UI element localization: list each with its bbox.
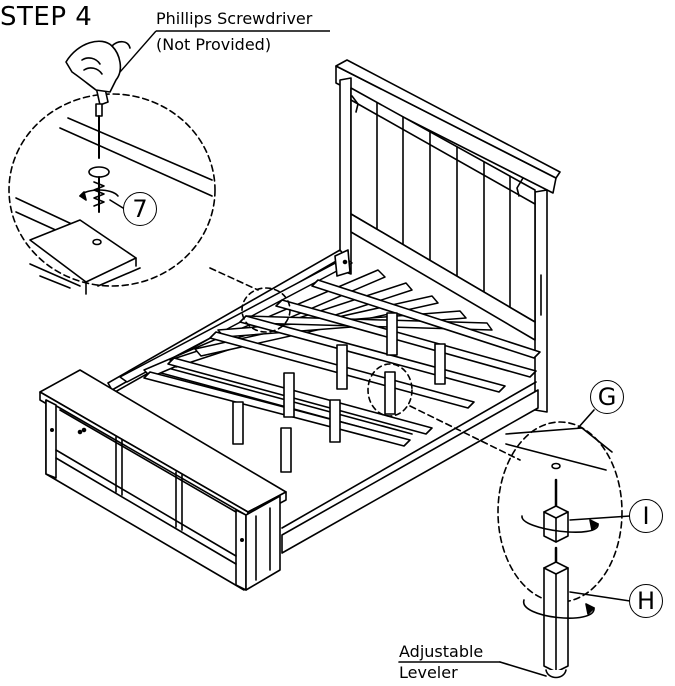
detail-marker-leg [367, 363, 413, 417]
headboard [335, 59, 561, 413]
part-callout-leg: H [629, 584, 663, 618]
leveler-label-line2: Leveler [399, 663, 458, 682]
bed-frame [107, 249, 541, 554]
tool-name: Phillips Screwdriver [156, 9, 313, 28]
screw-detail [8, 40, 259, 295]
part-callout-screw: 7 [123, 192, 157, 226]
tool-note: (Not Provided) [156, 35, 272, 54]
step-title: STEP 4 [0, 2, 93, 32]
leveler-label-line1: Adjustable [399, 642, 484, 661]
part-callout-connector: I [629, 499, 663, 533]
part-callout-leg-plate: G [590, 380, 624, 414]
leg-detail [398, 409, 631, 679]
detail-marker-slat [241, 287, 291, 333]
footboard-bench [39, 369, 287, 591]
